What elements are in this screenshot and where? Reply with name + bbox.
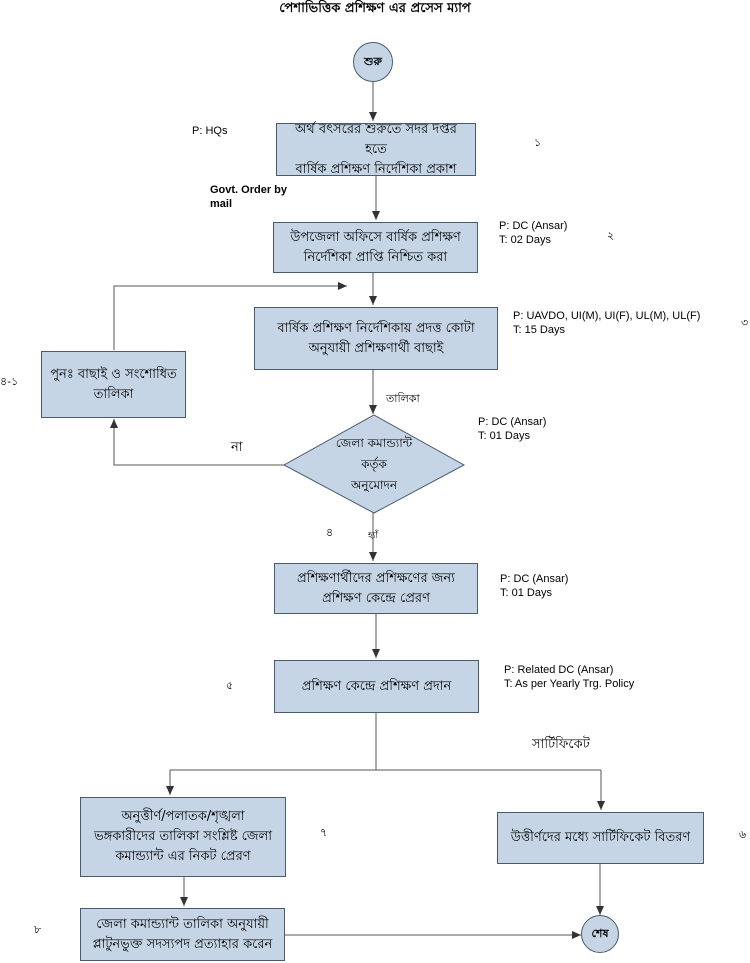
note-step1: P: HQs <box>192 125 228 137</box>
step2-box: উপজেলা অফিসে বার্ষিক প্রশিক্ষণ নির্দেশিক… <box>273 222 478 273</box>
step7-box: অনুত্তীর্ণ/পলাতক/শৃঙ্খলা ভঙ্গকারীদের তাল… <box>80 797 286 877</box>
step3-box: বার্ষিক প্রশিক্ষণ নির্দেশিকায় প্রদত্ত ক… <box>254 307 498 370</box>
arrow-reselect-back <box>113 282 347 350</box>
decision-text: জেলা কমান্ড্যান্ট কর্তৃক অনুমোদন <box>335 436 413 492</box>
step5a-box: প্রশিক্ষণার্থীদের প্রশিক্ষণের জন্য প্রশি… <box>274 563 478 614</box>
step1-box: অর্থ বৎসরের শুরুতে সদর দপ্তর হতে বার্ষিক… <box>276 122 476 177</box>
end-node: শেষ <box>581 915 619 953</box>
label-no: না <box>231 440 243 455</box>
step-number-1: ১ <box>534 136 542 149</box>
step-number-3: ৩ <box>741 316 749 329</box>
note-govt-order: Govt. Order by mail <box>210 184 288 210</box>
decision-diamond <box>282 414 466 514</box>
label-list: তালিকা <box>386 392 420 405</box>
step8-box: জেলা কমান্ড্যান্ট তালিকা অনুযায়ী প্লাটু… <box>80 908 285 961</box>
diagram-title: পেশাভিত্তিক প্রশিক্ষণ এর প্রসেস ম্যাপ <box>279 1 471 16</box>
step6-box: উত্তীর্ণদের মধ্যে সার্টিফিকেট বিতরণ <box>497 812 704 864</box>
step-number-8: ৮ <box>34 923 42 936</box>
step-number-4: ৪ <box>326 526 334 539</box>
step-number-2: ২ <box>607 229 615 242</box>
note-step5a: P: DC (Ansar) T: 01 Days <box>500 573 569 599</box>
step-number-6: ৬ <box>739 828 747 841</box>
note-step4: P: DC (Ansar) T: 01 Days <box>478 416 547 442</box>
note-step2: P: DC (Ansar) T: 02 Days <box>499 220 568 246</box>
arrow-no-reselect <box>110 419 284 466</box>
note-step3: P: UAVDO, UI(M), UI(F), UL(M), UL(F) T: … <box>513 310 701 336</box>
step-number-4-1: ৪-১ <box>0 375 19 388</box>
step-number-5: ৫ <box>226 679 234 692</box>
label-certificate: সার্টিফিকেট <box>532 737 590 752</box>
start-node: শুরু <box>353 42 393 82</box>
note-step5b: P: Related DC (Ansar) T: As per Yearly T… <box>504 664 635 690</box>
step-number-7: ৭ <box>320 826 328 839</box>
label-yes: হ্যাঁ <box>368 531 378 541</box>
step5b-box: প্রশিক্ষণ কেন্দ্রে প্রশিক্ষণ প্রদান <box>274 660 479 713</box>
reselect-box: পুনঃ বাছাই ও সংশোধিত তালিকা <box>41 351 186 418</box>
